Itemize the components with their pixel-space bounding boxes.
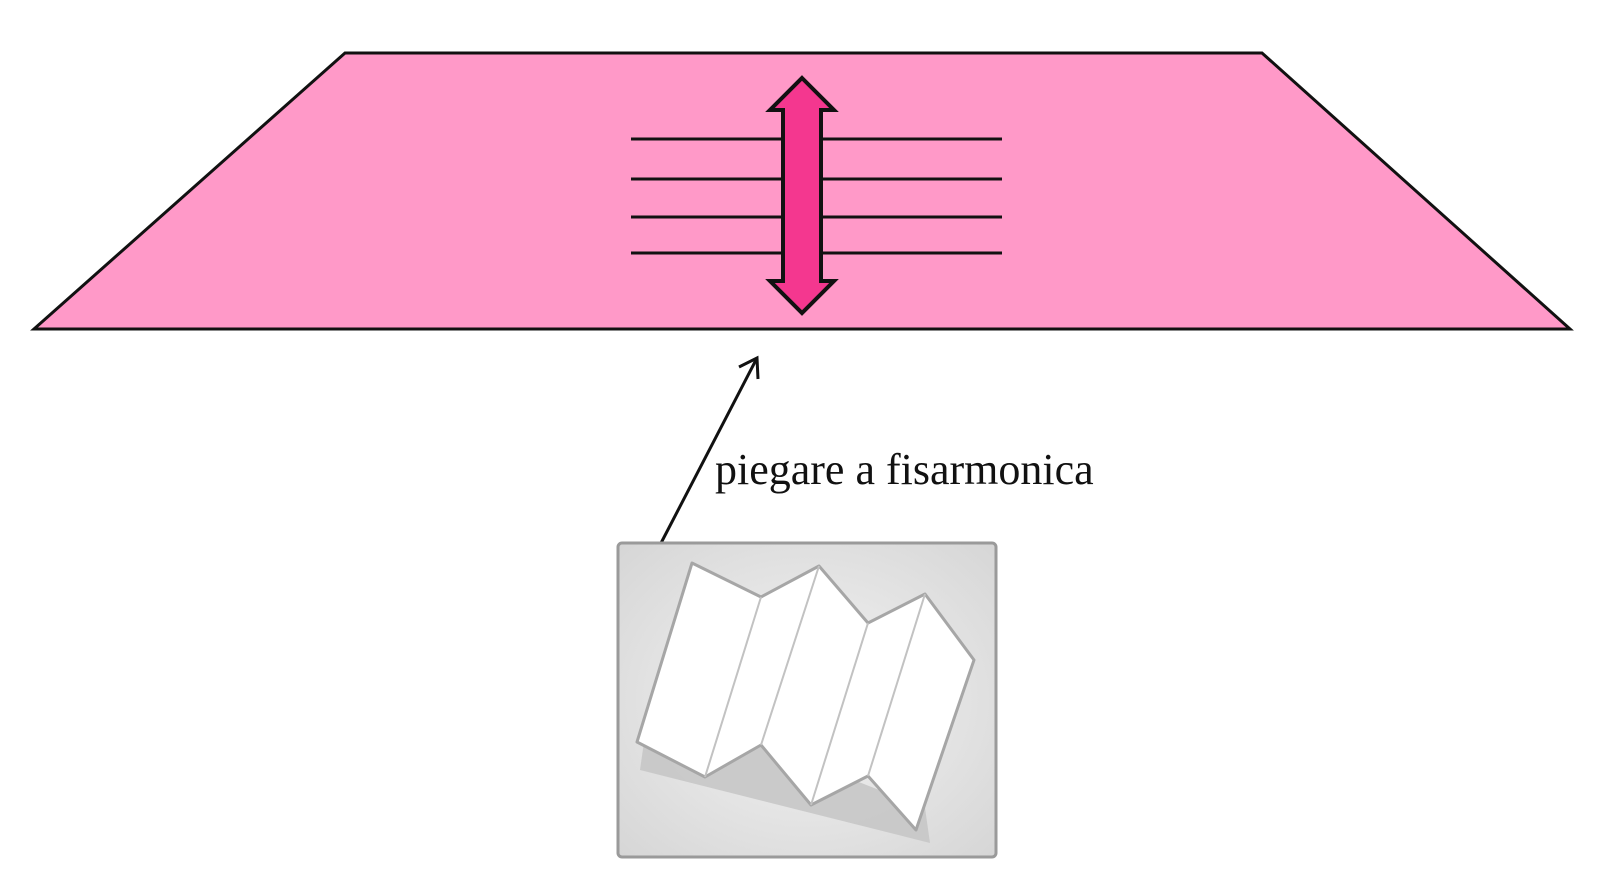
fold-caption: piegare a fisarmonica — [715, 448, 1094, 492]
accordion-fold-icon — [618, 543, 996, 857]
